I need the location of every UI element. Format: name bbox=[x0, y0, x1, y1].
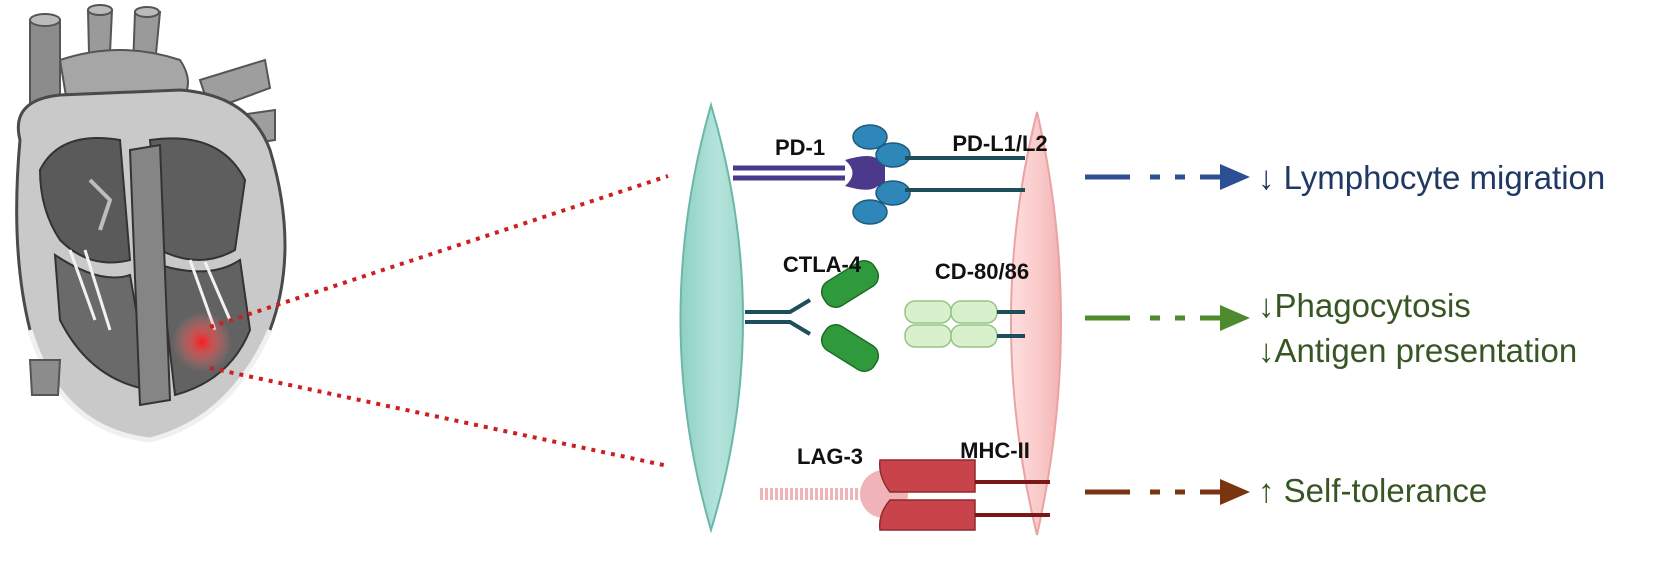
heart-illustration-icon bbox=[15, 4, 287, 443]
zoom-line-top bbox=[209, 174, 669, 329]
arrow-lymphocyte bbox=[1085, 164, 1250, 190]
label-lag3: LAG-3 bbox=[797, 444, 863, 469]
ctla4-receptor bbox=[745, 260, 880, 372]
pd1-receptor bbox=[733, 156, 885, 190]
label-cd80: CD-80/86 bbox=[935, 259, 1029, 284]
t-cell-membrane bbox=[679, 101, 744, 534]
apc-membrane bbox=[1010, 111, 1062, 536]
outcome-phagocytosis: ↓Phagocytosis bbox=[1258, 287, 1471, 324]
outcome-antigen-presentation: ↓Antigen presentation bbox=[1258, 332, 1577, 369]
arrow-phagocytosis bbox=[1085, 305, 1250, 331]
lesion-highlight bbox=[172, 312, 232, 372]
outcome-self-tolerance: ↑ Self-tolerance bbox=[1258, 472, 1487, 509]
cd80-ligand bbox=[904, 300, 1025, 348]
label-ctla4: CTLA-4 bbox=[783, 252, 862, 277]
label-mhc2: MHC-II bbox=[960, 438, 1030, 463]
pdl-ligand bbox=[852, 124, 1025, 225]
label-pd1: PD-1 bbox=[775, 135, 825, 160]
arrow-tolerance bbox=[1085, 479, 1250, 505]
zoom-line-bottom bbox=[209, 366, 669, 468]
outcome-lymphocyte-migration: ↓ Lymphocyte migration bbox=[1258, 159, 1605, 196]
label-pdl: PD-L1/L2 bbox=[952, 131, 1047, 156]
mhc2-ligand bbox=[878, 459, 1050, 531]
